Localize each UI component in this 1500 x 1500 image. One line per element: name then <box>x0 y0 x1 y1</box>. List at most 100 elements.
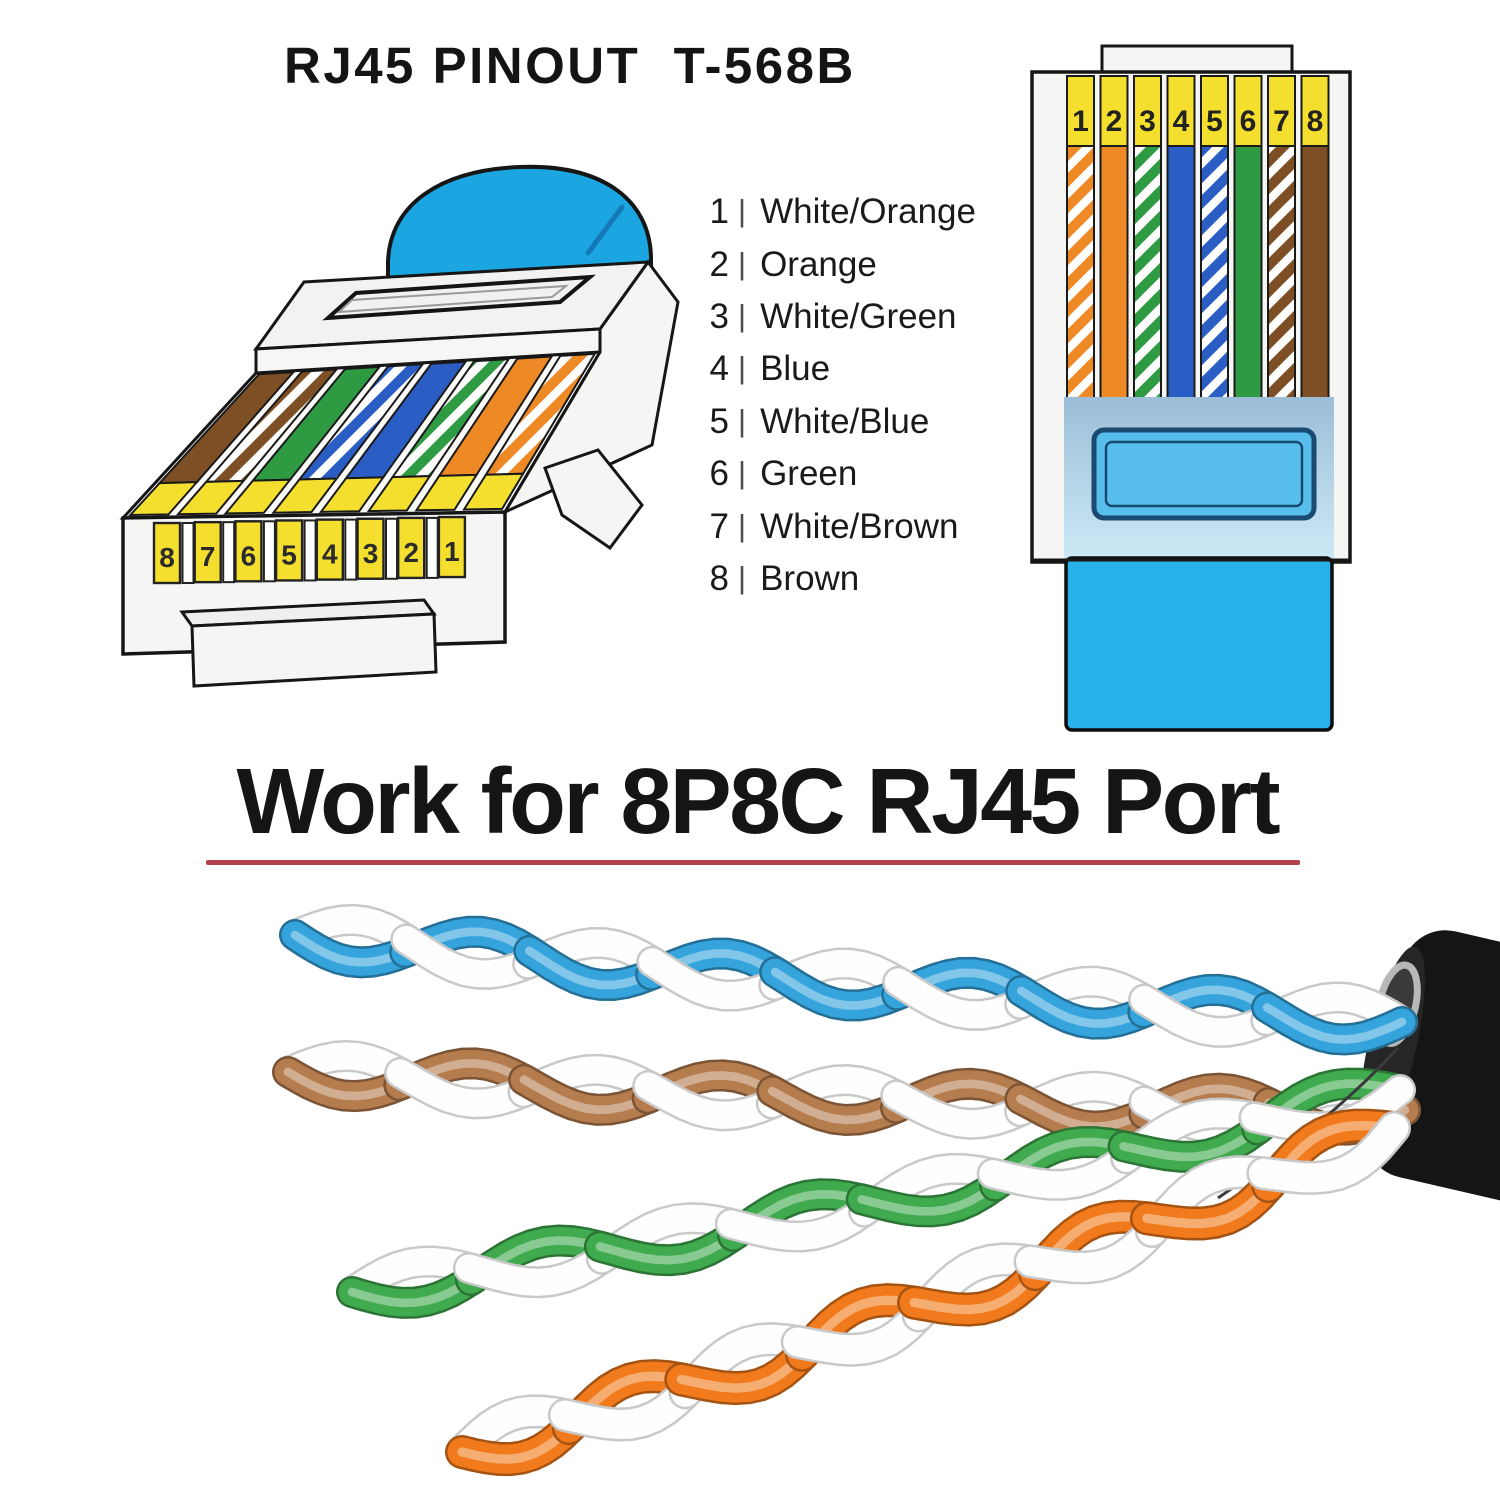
channel-wire-8 <box>1300 145 1330 399</box>
pin-color-name: Brown <box>760 558 860 598</box>
front-pin-divider <box>181 522 195 584</box>
pin-color-name: Orange <box>760 244 877 284</box>
channel-wire-2 <box>1099 145 1129 399</box>
orange-white-pair <box>445 1108 1411 1477</box>
channel-pin-label: 4 <box>1173 105 1190 138</box>
collar-front-band <box>254 327 602 375</box>
pin-row: 6|Green <box>697 448 976 500</box>
pin-row: 7| White/Brown <box>697 500 976 552</box>
pin-separator: | <box>738 402 747 438</box>
front-pin-divider <box>303 519 317 582</box>
pin-separator: | <box>738 245 747 281</box>
channel-pin-label: 3 <box>1139 105 1156 138</box>
front-pin-label: 4 <box>322 539 338 570</box>
twisted-pair-photo <box>272 903 1500 1477</box>
pin-color-name: Green <box>760 454 858 494</box>
deck-pin-contact <box>462 472 525 511</box>
channel-pin-label: 1 <box>1072 105 1089 138</box>
strain-relief-window-inner <box>1104 440 1304 508</box>
front-pin-5 <box>274 519 304 582</box>
channel-wire-1 <box>1066 145 1095 399</box>
pin-number: 2 <box>709 244 729 284</box>
strain-relief-window <box>1091 427 1317 521</box>
pin-row: 4| Blue <box>697 343 976 395</box>
pin-color-name: White/Orange <box>760 192 976 232</box>
pin-number: 4 <box>709 349 729 389</box>
collar-slot-inner <box>336 284 570 314</box>
channel-pin-label: 2 <box>1106 105 1123 138</box>
pin-number: 3 <box>709 296 729 336</box>
pin-color-name: Blue <box>760 349 831 389</box>
deck-pin-contact <box>271 477 339 514</box>
front-pin-3 <box>356 517 385 580</box>
pin-separator: | <box>738 193 747 229</box>
front-pin-4 <box>315 518 344 581</box>
front-pin-divider <box>222 521 236 584</box>
deck-pin-contact <box>366 475 432 513</box>
pin-color-name: White/Green <box>760 296 957 336</box>
front-pin-divider <box>425 516 439 579</box>
blue-white-pair <box>279 903 1418 1056</box>
pin-row: 1| White/Orange <box>697 186 976 238</box>
front-pin-label: 2 <box>403 537 419 568</box>
pin-number: 1 <box>709 192 729 232</box>
front-pin-label: 7 <box>200 541 216 572</box>
channel-pin-2 <box>1099 75 1129 147</box>
front-pin-label: 6 <box>241 540 257 571</box>
pin-separator: | <box>738 559 747 595</box>
channel-pin-5 <box>1200 75 1229 147</box>
channel-pin-4 <box>1166 75 1196 147</box>
pin-number: 7 <box>709 506 729 546</box>
pin-row: 3| White/Green <box>697 291 976 343</box>
cable-blue <box>1064 556 1334 732</box>
channel-pin-label: 5 <box>1206 105 1223 138</box>
pin-row: 8| Brown <box>697 553 976 605</box>
pinout-title: RJ45 PINOUT T-568B <box>284 37 856 94</box>
pin-number: 8 <box>709 558 729 598</box>
front-pin-8 <box>152 521 182 585</box>
front-pin-divider <box>344 518 358 581</box>
front-pin-divider <box>385 517 398 580</box>
channel-wire-3 <box>1133 145 1162 399</box>
boot-highlight-line <box>585 204 625 256</box>
deck-pin-contact <box>414 473 479 512</box>
front-pin-label: 5 <box>281 539 297 570</box>
front-pin-7 <box>193 520 222 584</box>
front-pin-divider <box>262 520 276 583</box>
pin-separator: | <box>738 297 747 333</box>
green-white-pair <box>336 1067 1416 1319</box>
channel-pin-label: 7 <box>1273 105 1290 138</box>
channel-pin-label: 6 <box>1240 105 1257 138</box>
channel-wire-7 <box>1267 145 1296 399</box>
channel-wire-5 <box>1200 145 1229 399</box>
pin-color-name: White/Brown <box>760 506 959 546</box>
pin-separator: | <box>738 350 747 386</box>
channel-pin-3 <box>1133 75 1162 147</box>
channel-pin-1 <box>1066 75 1095 147</box>
deck-pin-contact <box>223 478 293 515</box>
channel-pin-8 <box>1300 75 1330 147</box>
pin-separator: | <box>738 455 747 491</box>
pin-row: 5|White/Blue <box>697 396 976 448</box>
front-pin-1 <box>437 515 467 579</box>
front-pin-label: 3 <box>363 538 379 569</box>
banner-title: Work for 8P8C RJ45 Port <box>236 749 1280 853</box>
pin-separator: | <box>738 507 747 543</box>
channel-pin-6 <box>1233 75 1263 147</box>
pin-row: 2| Orange <box>697 238 976 290</box>
front-pin-label: 8 <box>159 542 175 573</box>
pin-color-name: White/Blue <box>760 401 930 441</box>
channel-wire-4 <box>1166 145 1196 399</box>
connector-top-tab <box>1100 44 1294 76</box>
channel-pin-label: 8 <box>1307 105 1324 138</box>
front-pin-2 <box>397 516 426 580</box>
deck-pin-contact <box>318 476 386 513</box>
banner-underline <box>206 860 1300 865</box>
channel-pin-7 <box>1267 75 1296 147</box>
latch-clip <box>543 448 644 551</box>
